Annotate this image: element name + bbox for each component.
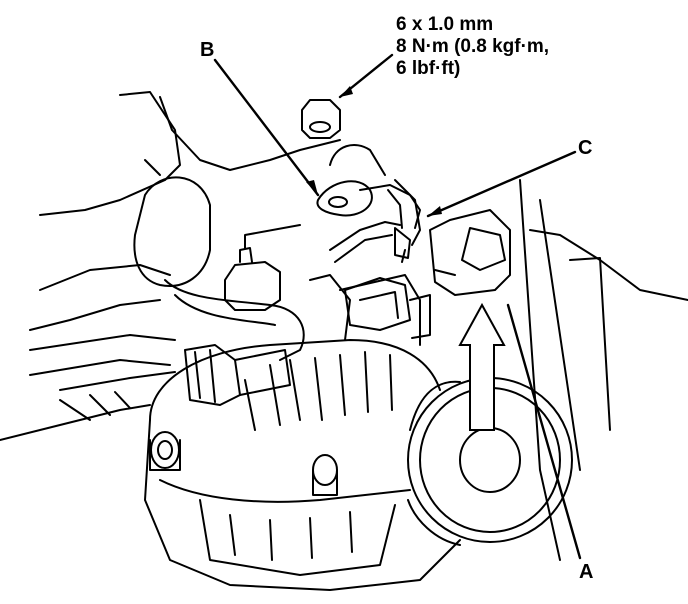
torque-spec: 6 x 1.0 mm 8 N·m (0.8 kgf·m, 6 lbf·ft) [396,14,549,80]
arrowhead-c [428,206,442,216]
alternator-pulley [407,377,573,546]
engine-block-outline [0,91,688,561]
sensor-body [224,224,301,311]
wire-harness [329,179,421,263]
mounting-bolt-left [149,431,181,471]
coolant-hose [29,176,305,376]
alternator-housing [144,274,461,591]
arrowhead-b [306,180,318,195]
leader-line-c [426,150,577,218]
connector-c [429,209,511,296]
leader-line-a [506,303,582,560]
torque-spec-line-3: 6 lbf·ft) [396,58,461,79]
callout-label-c: C [578,137,593,159]
hose-clamp [184,344,291,406]
b-terminal [301,99,421,229]
callout-lines [213,53,582,560]
leader-line-b [213,58,320,197]
arrowheads [306,86,442,216]
disconnect-arrow [458,302,506,431]
torque-spec-line-2: 8 N·m (0.8 kgf·m, [396,36,550,57]
mounting-bolt-center [312,454,338,496]
callout-label-a: A [579,561,594,583]
arrowhead-spec [340,86,353,97]
callout-label-b: B [200,39,215,61]
torque-spec-line-1: 6 x 1.0 mm [396,14,494,35]
center-connector [344,277,431,339]
